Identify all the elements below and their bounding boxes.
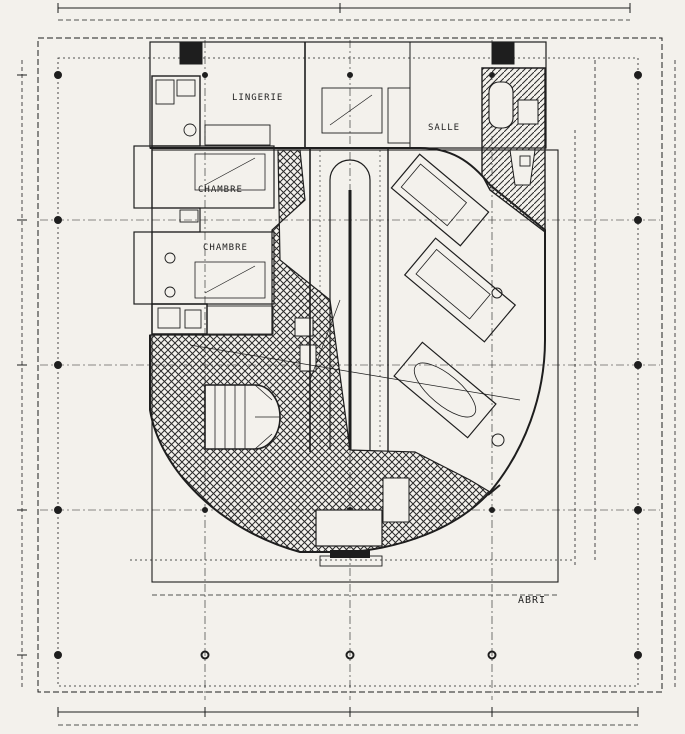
top-wall-block-left (179, 41, 203, 65)
column-dot-icon (634, 361, 642, 369)
entrance-step (319, 555, 383, 567)
label-salle: SALLE (428, 123, 460, 133)
column-dot-icon (489, 507, 495, 513)
right-bathtub (488, 81, 514, 129)
wc-top-left (183, 123, 197, 137)
dimension-ticks (17, 3, 639, 717)
column-dot-icon (345, 650, 355, 660)
right-service (481, 67, 546, 234)
lingerie-counter (204, 124, 271, 146)
hall-cabinet (382, 477, 410, 523)
car-3 (393, 341, 497, 439)
hall-pillar-a (294, 317, 314, 337)
inner-dimension-frame (57, 57, 639, 687)
bath-bottom-tub (157, 307, 181, 329)
column-dot-icon (200, 650, 210, 660)
entrance-door-block (330, 550, 370, 558)
hall-diag (189, 344, 521, 401)
bath-bottom-left (151, 303, 208, 335)
bath-bottom-room (206, 305, 274, 335)
column-dot-icon (54, 216, 62, 224)
column-dot-icon (634, 506, 642, 514)
bath-bottom-basin (184, 309, 202, 329)
label-chambre-1: CHAMBRE (198, 185, 243, 195)
column-dot-icon (634, 216, 642, 224)
chambre-2-bed (194, 261, 266, 299)
garage-marker-2 (491, 287, 503, 299)
hall-diag-2 (309, 299, 341, 381)
label-chambre-2: CHAMBRE (203, 243, 248, 253)
column-dot-icon (347, 72, 353, 78)
salle-block (321, 87, 383, 134)
column-dot-icon (54, 361, 62, 369)
labels: LINGERIE SALLE CHAMBRE CHAMBRE ABRI (198, 93, 546, 606)
garage-marker (491, 433, 505, 447)
ramp-loop (329, 159, 371, 450)
hall-door-swing (487, 484, 501, 496)
bath-mid-basin (179, 209, 199, 223)
chambre-2-bed-diag (204, 265, 256, 294)
bathtub-top-left (155, 79, 175, 105)
wc-mid (164, 252, 176, 264)
stair-treads (214, 384, 280, 450)
column-dot-icon (634, 71, 642, 79)
right-wc (509, 149, 536, 186)
salle-block-diag (329, 94, 373, 126)
column-dot-icon (202, 72, 208, 78)
top-wall-block-right (491, 41, 515, 65)
top-rooms (149, 41, 547, 149)
car-2 (403, 237, 517, 343)
car-1 (390, 153, 490, 247)
salle-pillar (387, 87, 411, 144)
entrance-vestibule (315, 509, 383, 547)
column-dot-icon (54, 71, 62, 79)
right-basin (517, 99, 539, 125)
wc-low (164, 286, 176, 298)
chambre-1-closet (133, 145, 153, 209)
right-drain (519, 155, 531, 167)
hall-area (149, 149, 491, 567)
chambre-1 (151, 145, 275, 209)
column-dot-icon (54, 651, 62, 659)
chambre-2-closet (133, 231, 153, 305)
basin-top-left (176, 79, 196, 97)
column-dot-icon (54, 506, 62, 514)
chambre-1-bed (194, 153, 266, 191)
label-abri: ABRI (518, 595, 546, 606)
chambre-1-bed-diag (204, 157, 256, 186)
stair (204, 384, 281, 450)
hall-pillar-b (299, 344, 317, 372)
left-rooms (133, 75, 275, 335)
column-dot-icon (202, 507, 208, 513)
column-dot-icon (487, 650, 497, 660)
column-dot-icon (634, 651, 642, 659)
label-lingerie: LINGERIE (232, 93, 283, 103)
